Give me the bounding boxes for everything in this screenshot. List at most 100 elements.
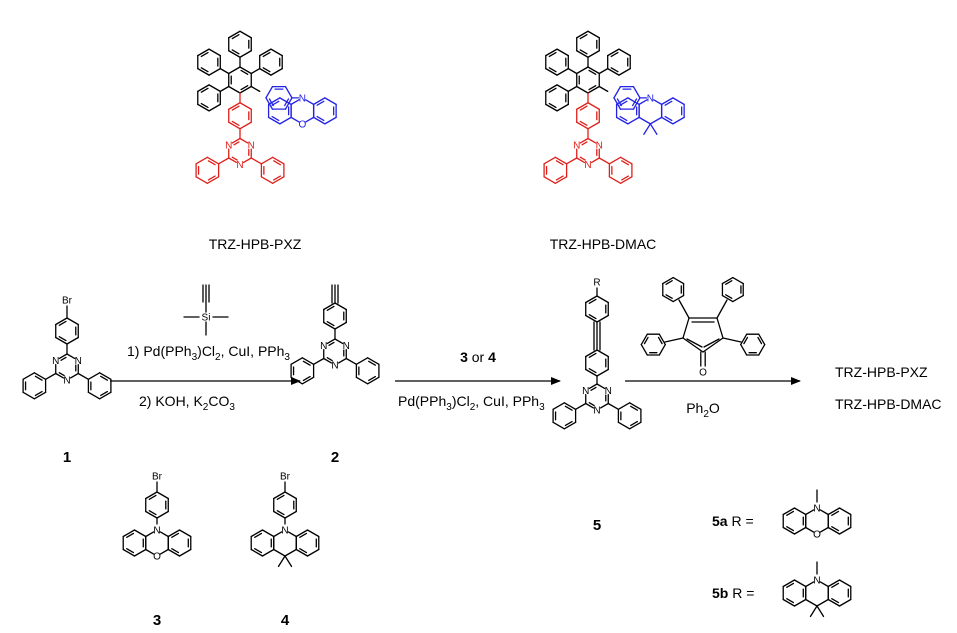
bond bbox=[122, 529, 136, 538]
bond bbox=[588, 69, 597, 75]
pendant-phenyl bbox=[197, 48, 221, 76]
phenyl-ring bbox=[721, 276, 744, 303]
bond bbox=[368, 375, 377, 382]
bond bbox=[827, 526, 841, 535]
bond bbox=[239, 102, 252, 110]
bond bbox=[228, 66, 241, 75]
bond bbox=[552, 402, 566, 411]
bond bbox=[228, 85, 241, 94]
bond bbox=[87, 391, 101, 400]
bond bbox=[77, 372, 90, 381]
bond bbox=[197, 103, 210, 112]
atom-n: N bbox=[343, 341, 350, 352]
bond bbox=[126, 532, 135, 538]
bond bbox=[208, 67, 221, 76]
bond bbox=[148, 510, 157, 516]
bond bbox=[587, 50, 600, 58]
bond bbox=[587, 30, 600, 39]
dimethylacridan: N bbox=[615, 93, 685, 135]
bond bbox=[579, 49, 588, 55]
bond bbox=[660, 97, 674, 106]
atom-o: O bbox=[699, 368, 707, 379]
bond bbox=[328, 341, 335, 346]
bond bbox=[233, 141, 240, 146]
bond bbox=[585, 349, 598, 358]
bond bbox=[326, 305, 335, 311]
bond bbox=[617, 402, 631, 411]
step1-conditions-line2: 2) KOH, K2CO3 bbox=[139, 393, 235, 413]
compound-number-5: 5 bbox=[593, 517, 601, 534]
bond bbox=[619, 100, 628, 106]
phenyl-ring bbox=[740, 333, 766, 356]
bond bbox=[200, 51, 209, 58]
atom-n: N bbox=[63, 376, 70, 387]
phenyl-ring bbox=[87, 372, 112, 400]
bond bbox=[576, 157, 586, 164]
bond bbox=[145, 491, 158, 500]
bond bbox=[261, 548, 275, 557]
bond bbox=[87, 372, 101, 381]
bond bbox=[587, 85, 600, 94]
bond bbox=[167, 529, 181, 538]
bond bbox=[262, 67, 271, 73]
bond bbox=[206, 176, 220, 185]
atom-o: O bbox=[298, 119, 306, 130]
bond bbox=[271, 115, 280, 122]
phenyl-ring bbox=[640, 333, 666, 356]
bond bbox=[231, 137, 241, 144]
bond bbox=[556, 103, 569, 112]
bond bbox=[819, 581, 829, 588]
bond bbox=[619, 176, 633, 185]
bond bbox=[34, 375, 43, 381]
bond bbox=[167, 548, 181, 557]
atom-n: N bbox=[225, 141, 232, 152]
bromophenyl-ring bbox=[55, 317, 79, 345]
bond bbox=[838, 526, 852, 535]
pendant-phenyl bbox=[607, 48, 631, 76]
bond bbox=[555, 160, 564, 166]
phenyl-ring bbox=[608, 156, 633, 185]
bond bbox=[579, 105, 588, 111]
phenyl-ring bbox=[543, 156, 568, 185]
bond bbox=[576, 102, 589, 110]
phenoxazine: NO bbox=[122, 526, 192, 563]
triazine-ring: NNN bbox=[225, 137, 255, 171]
bond bbox=[554, 176, 568, 185]
bond bbox=[664, 337, 684, 343]
bond bbox=[672, 116, 685, 125]
bond bbox=[607, 67, 620, 76]
bond bbox=[579, 156, 586, 161]
compound-number-4: 4 bbox=[281, 612, 290, 629]
atom-n: N bbox=[236, 160, 243, 171]
bond bbox=[585, 402, 595, 409]
bond bbox=[682, 317, 690, 339]
bond bbox=[299, 532, 308, 538]
bond bbox=[302, 375, 311, 382]
product-trz-hpb-pxz: TRZ-HPB-PXZ bbox=[835, 364, 928, 380]
bond bbox=[585, 368, 598, 377]
bond bbox=[576, 66, 589, 75]
bond bbox=[831, 582, 840, 588]
bond bbox=[312, 357, 325, 366]
bond bbox=[630, 420, 639, 427]
bond bbox=[793, 579, 807, 588]
tms-acetylene: Si bbox=[183, 284, 229, 336]
bond bbox=[355, 357, 369, 366]
fused-benzo-left bbox=[250, 529, 275, 557]
bond bbox=[664, 115, 673, 122]
bond bbox=[316, 115, 325, 122]
bond bbox=[324, 116, 337, 125]
bond bbox=[585, 314, 598, 323]
bond bbox=[598, 157, 611, 165]
bond bbox=[267, 97, 281, 106]
bond bbox=[287, 531, 297, 538]
bond bbox=[228, 30, 241, 39]
bond bbox=[838, 507, 852, 516]
bond bbox=[581, 141, 588, 146]
bond bbox=[159, 531, 169, 538]
bond bbox=[100, 375, 109, 381]
bond bbox=[306, 548, 320, 557]
atom-n: N bbox=[813, 576, 820, 587]
bond bbox=[662, 294, 674, 303]
